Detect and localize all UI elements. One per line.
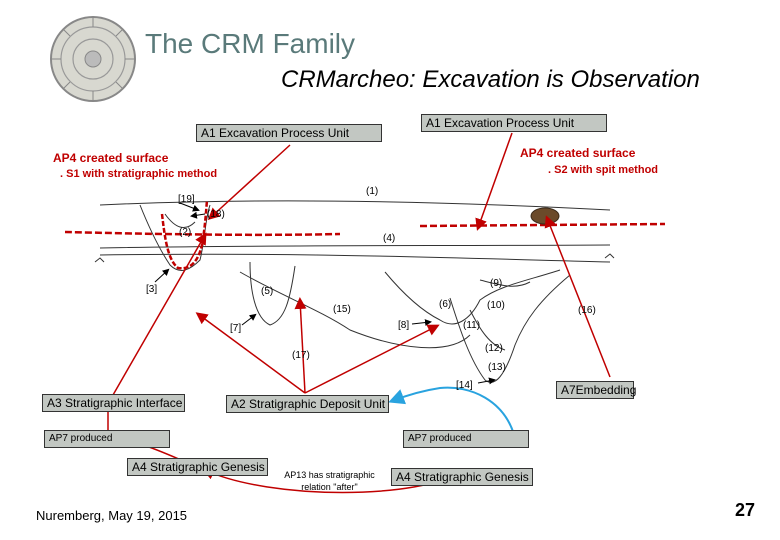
unit-label-11: (11) — [463, 320, 481, 331]
arrow-a1left-to-surface — [207, 144, 291, 221]
a2-stratigraphic-deposit-unit-box: A2 Stratigraphic Deposit Unit — [226, 395, 389, 413]
footer-date: Nuremberg, May 19, 2015 — [36, 508, 188, 523]
relation-arc-blue — [388, 386, 516, 439]
unit-label-17: (17) — [292, 350, 310, 361]
arrow-a1right-to-surface — [475, 132, 513, 231]
unit-label-2: (2) — [179, 227, 192, 238]
interface-cut-profile — [160, 199, 209, 270]
unit-label-1: (1) — [366, 186, 379, 197]
arrow-a2-to-unit15 — [294, 297, 307, 394]
page-subtitle: CRMarcheo: Excavation is Observation — [281, 66, 700, 93]
ap13-relation-label: AP13 has stratigraphic relation "after" — [284, 470, 375, 492]
page-number: 27 — [735, 500, 756, 520]
a7-embedding-box: A7Embedding — [556, 381, 636, 399]
coin-image — [530, 207, 560, 225]
unit-label-18: (18) — [207, 209, 225, 220]
stratigraphic-section-drawing — [94, 200, 615, 383]
phaistos-disc-logo — [50, 16, 136, 102]
excavation-surface-s2-line — [419, 222, 666, 228]
arrow-a3-to-interface — [112, 232, 207, 396]
page-title: The CRM Family — [145, 28, 356, 59]
s2-spit-method: . S2 with spit method — [548, 164, 659, 176]
unit-label-10: (10) — [487, 300, 505, 311]
arrow-a2-to-unit12 — [304, 324, 440, 394]
s1-stratigraphic-method: . S1 with stratigraphic method — [60, 168, 218, 180]
a1-excavation-process-unit-left: A1 Excavation Process Unit — [196, 124, 382, 142]
unit-label-14: [14] — [456, 380, 473, 391]
ap4-created-surface-left: AP4 created surface — [53, 151, 169, 165]
arrow-a7-to-coin — [544, 215, 611, 378]
excavation-surface-s1-line — [64, 230, 341, 237]
a4-stratigraphic-genesis-right-box: A4 Stratigraphic Genesis — [391, 468, 533, 486]
unit-label-9: (9) — [490, 278, 503, 289]
unit-label-5: (5) — [261, 286, 274, 297]
unit-label-4: (4) — [383, 233, 396, 244]
unit-label-3: [3] — [146, 284, 158, 295]
unit-label-13: (13) — [488, 362, 506, 373]
arrow-a2-to-unit5 — [195, 312, 306, 394]
unit-label-7: [7] — [230, 323, 242, 334]
unit-label-15: (15) — [333, 304, 351, 315]
a4-stratigraphic-genesis-left-box: A4 Stratigraphic Genesis — [127, 458, 268, 476]
unit-label-19: [19] — [178, 194, 195, 205]
ap7-produced-left-box: AP7 produced — [44, 430, 170, 448]
a1-excavation-process-unit-right: A1 Excavation Process Unit — [421, 114, 607, 132]
unit-label-16: (16) — [578, 305, 596, 316]
ap4-created-surface-right: AP4 created surface — [520, 146, 636, 160]
unit-label-8: [8] — [398, 320, 410, 331]
ap7-produced-right-box: AP7 produced — [403, 430, 529, 448]
a3-stratigraphic-interface-box: A3 Stratigraphic Interface — [42, 394, 185, 412]
unit-label-12: (12) — [485, 343, 503, 354]
unit-label-6: (6) — [439, 299, 452, 310]
